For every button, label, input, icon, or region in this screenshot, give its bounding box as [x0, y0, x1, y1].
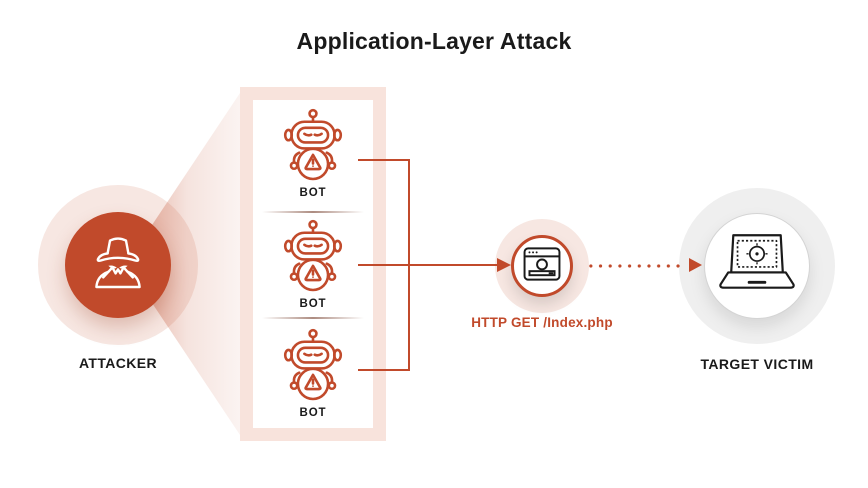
spy-icon [86, 231, 150, 300]
page-title: Application-Layer Attack [296, 28, 572, 54]
bot-icon [240, 108, 386, 187]
http-request-label: HTTP GET /Index.php [471, 315, 613, 330]
victim-node [704, 213, 810, 319]
request-line [358, 264, 498, 266]
dotted-request-line [586, 263, 683, 269]
browser-window-icon [523, 246, 561, 286]
bot-icon [240, 219, 386, 298]
bot-label: BOT [299, 298, 327, 310]
dotted-arrowhead-icon [689, 258, 702, 272]
victim-label: TARGET VICTIM [700, 356, 814, 372]
laptop-target-icon [716, 231, 798, 302]
bot-divider [262, 211, 364, 213]
http-server-node [511, 235, 573, 297]
request-arrowhead-icon [497, 258, 511, 272]
connector-top-line [358, 159, 410, 161]
bot-label: BOT [299, 187, 327, 199]
bot-divider [262, 317, 364, 319]
attacker-node [65, 212, 171, 318]
connector-bottom-line [358, 369, 410, 371]
bot-item: BOT [240, 328, 386, 419]
attacker-label: ATTACKER [78, 355, 158, 371]
bot-item: BOT [240, 108, 386, 199]
bot-icon [240, 328, 386, 407]
bot-label: BOT [299, 407, 327, 419]
bot-item: BOT [240, 219, 386, 310]
